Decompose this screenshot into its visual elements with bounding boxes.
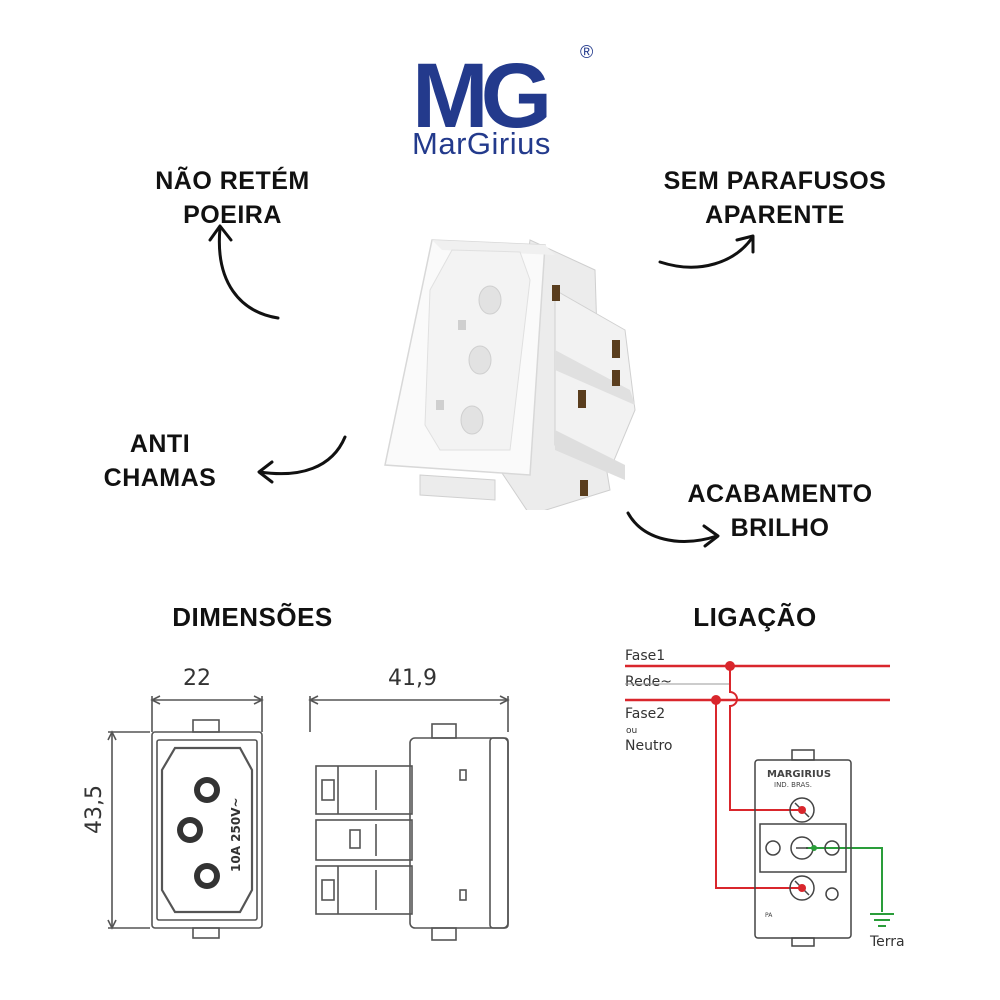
feature-finish-line1: ACABAMENTO bbox=[687, 480, 873, 508]
wire-label-ou: ou bbox=[626, 726, 638, 736]
arrows-layer bbox=[208, 224, 755, 548]
device-brand: MARGIRIUS bbox=[767, 769, 831, 780]
feature-flame-line1: ANTI bbox=[129, 430, 191, 458]
feature-flame: ANTI CHAMAS bbox=[90, 427, 230, 495]
dimension-width: 22 bbox=[183, 666, 211, 691]
wire-label-rede: Rede~ bbox=[625, 674, 672, 690]
arrow-down-right-icon bbox=[626, 511, 720, 548]
feature-dust-line2: POEIRA bbox=[183, 201, 282, 229]
wire-label-neutro: Neutro bbox=[625, 738, 673, 754]
ground-label: Terra bbox=[870, 934, 905, 950]
arrow-down-left-icon bbox=[257, 435, 347, 484]
feature-screws: SEM PARAFUSOS APARENTE bbox=[655, 164, 895, 232]
feature-dust-line1: NÃO RETÉM bbox=[155, 167, 310, 195]
wiring-diagram: MARGIRIUS IND. BRAS. PA bbox=[625, 661, 894, 947]
rating-label: 10A 250V~ bbox=[229, 797, 243, 872]
feature-screws-line1: SEM PARAFUSOS bbox=[663, 167, 887, 195]
arrow-up-right-icon bbox=[658, 234, 755, 269]
feature-dust: NÃO RETÉM POEIRA bbox=[130, 164, 335, 232]
registered-mark: ® bbox=[580, 42, 594, 62]
wiring-title: LIGAÇÃO bbox=[693, 602, 817, 632]
side-view-outline bbox=[409, 737, 509, 929]
dimensions-title: DIMENSÕES bbox=[172, 602, 333, 632]
arrow-up-left-icon bbox=[208, 224, 280, 320]
front-view-outline bbox=[151, 731, 263, 929]
logo-wordmark: MarGirius bbox=[412, 126, 551, 161]
dimension-height: 43,5 bbox=[82, 785, 107, 834]
device-mark: PA bbox=[765, 912, 773, 919]
product-image bbox=[384, 239, 636, 510]
wire-label-fase2: Fase2 bbox=[625, 706, 666, 722]
brand-logo: MG ® MarGirius bbox=[410, 42, 600, 167]
logo-monogram: MG bbox=[412, 45, 552, 147]
wire-label-fase1: Fase1 bbox=[625, 648, 666, 664]
dimension-depth: 41,9 bbox=[388, 666, 437, 691]
feature-screws-line2: APARENTE bbox=[705, 201, 845, 229]
dimensions-drawing: 10A 250V~ bbox=[107, 695, 510, 941]
device-origin: IND. BRAS. bbox=[774, 781, 812, 789]
feature-finish: ACABAMENTO BRILHO bbox=[675, 477, 885, 545]
feature-finish-line2: BRILHO bbox=[730, 514, 830, 542]
feature-flame-line2: CHAMAS bbox=[103, 464, 217, 492]
